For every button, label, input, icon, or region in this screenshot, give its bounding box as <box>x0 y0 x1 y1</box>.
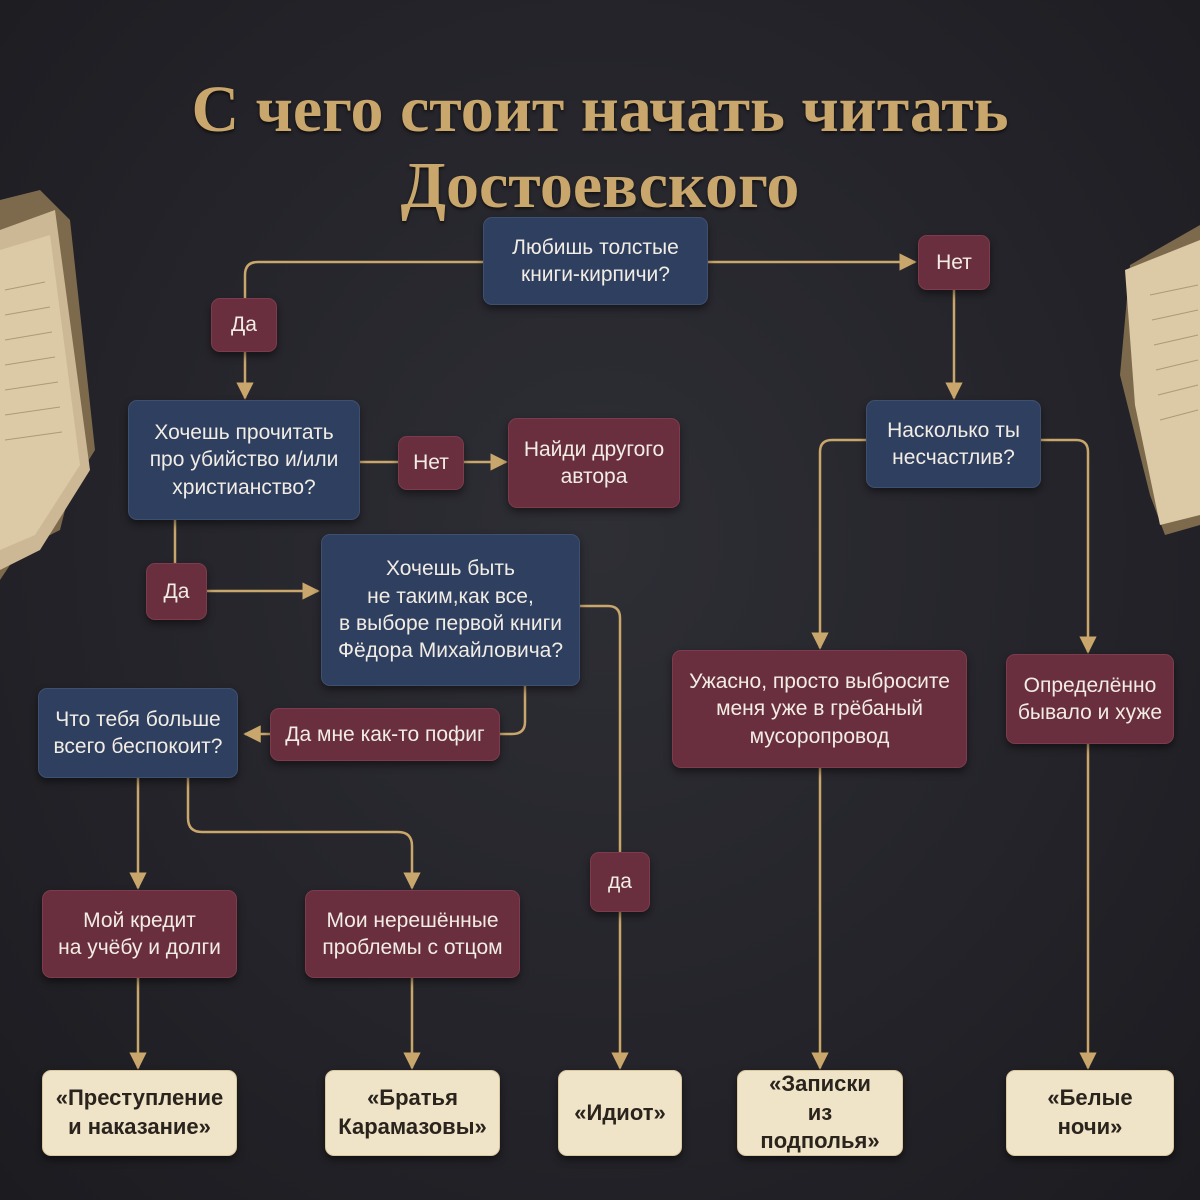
answer-yes-murder: Да <box>146 563 207 620</box>
answer-student-loans: Мой кредит на учёбу и долги <box>42 890 237 978</box>
answer-yes-thick-books: Да <box>211 298 277 352</box>
answer-find-other-author: Найди другого автора <box>508 418 680 508</box>
connector-not-like-all-to-yes <box>580 604 622 852</box>
parchment-left-decoration <box>0 190 95 580</box>
connector-unhappy-to-been-worse <box>1040 438 1097 654</box>
result-idiot: «Идиот» <box>558 1070 682 1156</box>
answer-terrible: Ужасно, просто выбросите меня уже в грёб… <box>672 650 967 768</box>
question-murder-christianity: Хочешь прочитать про убийство и/или хрис… <box>128 400 360 520</box>
answer-no-murder: Нет <box>398 436 464 490</box>
result-white-nights: «Белые ночи» <box>1006 1070 1174 1156</box>
connector-unhappy-to-terrible <box>811 438 866 650</box>
answer-dont-care: Да мне как-то пофиг <box>270 708 500 761</box>
connector-not-like-all-to-dont-care <box>500 686 527 736</box>
parchment-right-decoration <box>1120 225 1200 535</box>
question-what-worries: Что тебя больше всего беспокоит? <box>38 688 238 778</box>
connector-worry-to-father <box>186 778 421 890</box>
page-title: С чего стоит начать читать Достоевского <box>191 73 1009 222</box>
connector-books-to-yes <box>243 260 483 298</box>
answer-been-worse: Определённо бывало и хуже <box>1006 654 1174 744</box>
answer-father-issues: Мои нерешённые проблемы с отцом <box>305 890 520 978</box>
result-notes-from-underground: «Записки из подполья» <box>737 1070 903 1156</box>
question-thick-books: Любишь толстые книги-кирпичи? <box>483 217 708 305</box>
result-crime-and-punishment: «Преступление и наказание» <box>42 1070 237 1156</box>
question-not-like-everyone: Хочешь быть не таким,как все, в выборе п… <box>321 534 580 686</box>
answer-no-thick-books: Нет <box>918 235 990 290</box>
answer-yes-not-like-everyone: да <box>590 852 650 912</box>
result-brothers-karamazov: «Братья Карамазовы» <box>325 1070 500 1156</box>
question-how-unhappy: Насколько ты несчастлив? <box>866 400 1041 488</box>
